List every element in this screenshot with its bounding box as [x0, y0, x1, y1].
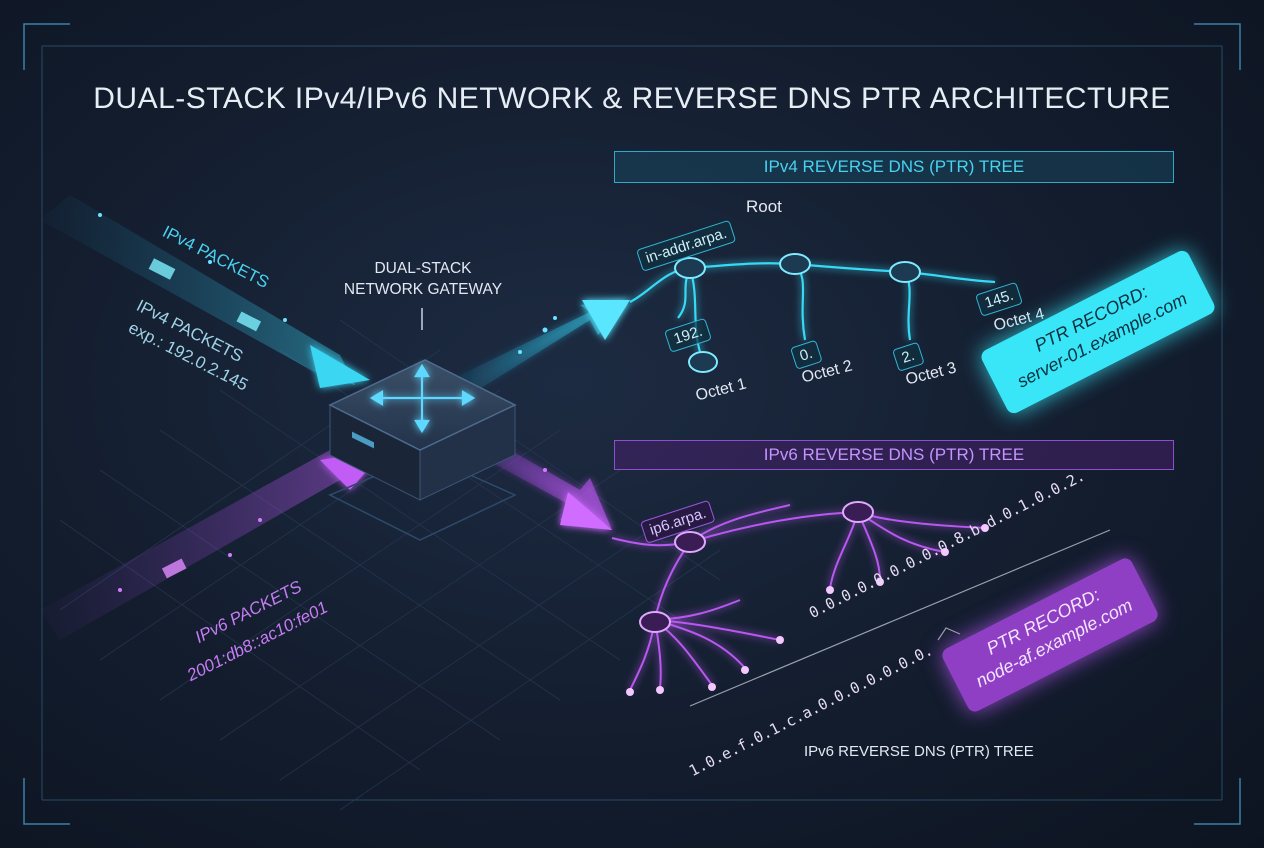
glow-particles [98, 213, 557, 592]
floor-grid [59, 319, 721, 811]
frame-corner-bottom-right [1194, 778, 1241, 825]
router-arrows-icon [369, 363, 476, 434]
ipv6-bracket-notch [937, 627, 961, 641]
ipv6-branches-upper [689, 504, 986, 589]
ipv4-output-beam [450, 300, 630, 395]
ipv4-branch-octet2 [794, 263, 807, 341]
ipv6-tree-banner: IPv6 REVERSE DNS (PTR) TREE [614, 440, 1174, 470]
frame-corner-top-left [23, 23, 70, 70]
ipv6-leaf-dots [626, 524, 989, 696]
ipv4-tree-banner: IPv4 REVERSE DNS (PTR) TREE [614, 151, 1174, 183]
gateway-label: DUAL-STACK NETWORK GATEWAY [318, 258, 528, 300]
page-title: DUAL-STACK IPv4/IPv6 NETWORK & REVERSE D… [93, 82, 1171, 115]
ipv4-input-beam [40, 195, 370, 388]
frame-corner-top-right [1194, 23, 1241, 70]
ipv4-node-octet3 [889, 261, 921, 283]
ipv6-node-upper [842, 501, 874, 523]
ipv6-branches-lower-fan [629, 599, 781, 691]
ipv4-node-octet1 [688, 351, 718, 373]
frame-border [23, 23, 1241, 825]
ipv4-node-root [674, 257, 706, 279]
ipv6-branch-lower [654, 541, 691, 621]
ipv4-tree-nodes [674, 253, 921, 373]
ipv6-node-arpa [674, 531, 706, 553]
dual-stack-gateway [328, 308, 517, 541]
ipv6-chain-brackets [689, 529, 1111, 707]
gateway-label-line1: DUAL-STACK [374, 260, 472, 277]
ipv6-input-beam [40, 450, 385, 640]
ipv4-node-octet2 [779, 253, 811, 275]
ipv6-tree-bottom-label: IPv6 REVERSE DNS (PTR) TREE [804, 743, 1034, 760]
gateway-label-line2: NETWORK GATEWAY [343, 281, 503, 298]
ipv6-node-lower [639, 611, 671, 633]
frame-corner-bottom-left [23, 778, 70, 825]
ipv4-root-label: Root [746, 197, 782, 216]
ipv6-lower-chain-bracket [689, 529, 1111, 707]
ipv6-tree-nodes [639, 501, 874, 633]
